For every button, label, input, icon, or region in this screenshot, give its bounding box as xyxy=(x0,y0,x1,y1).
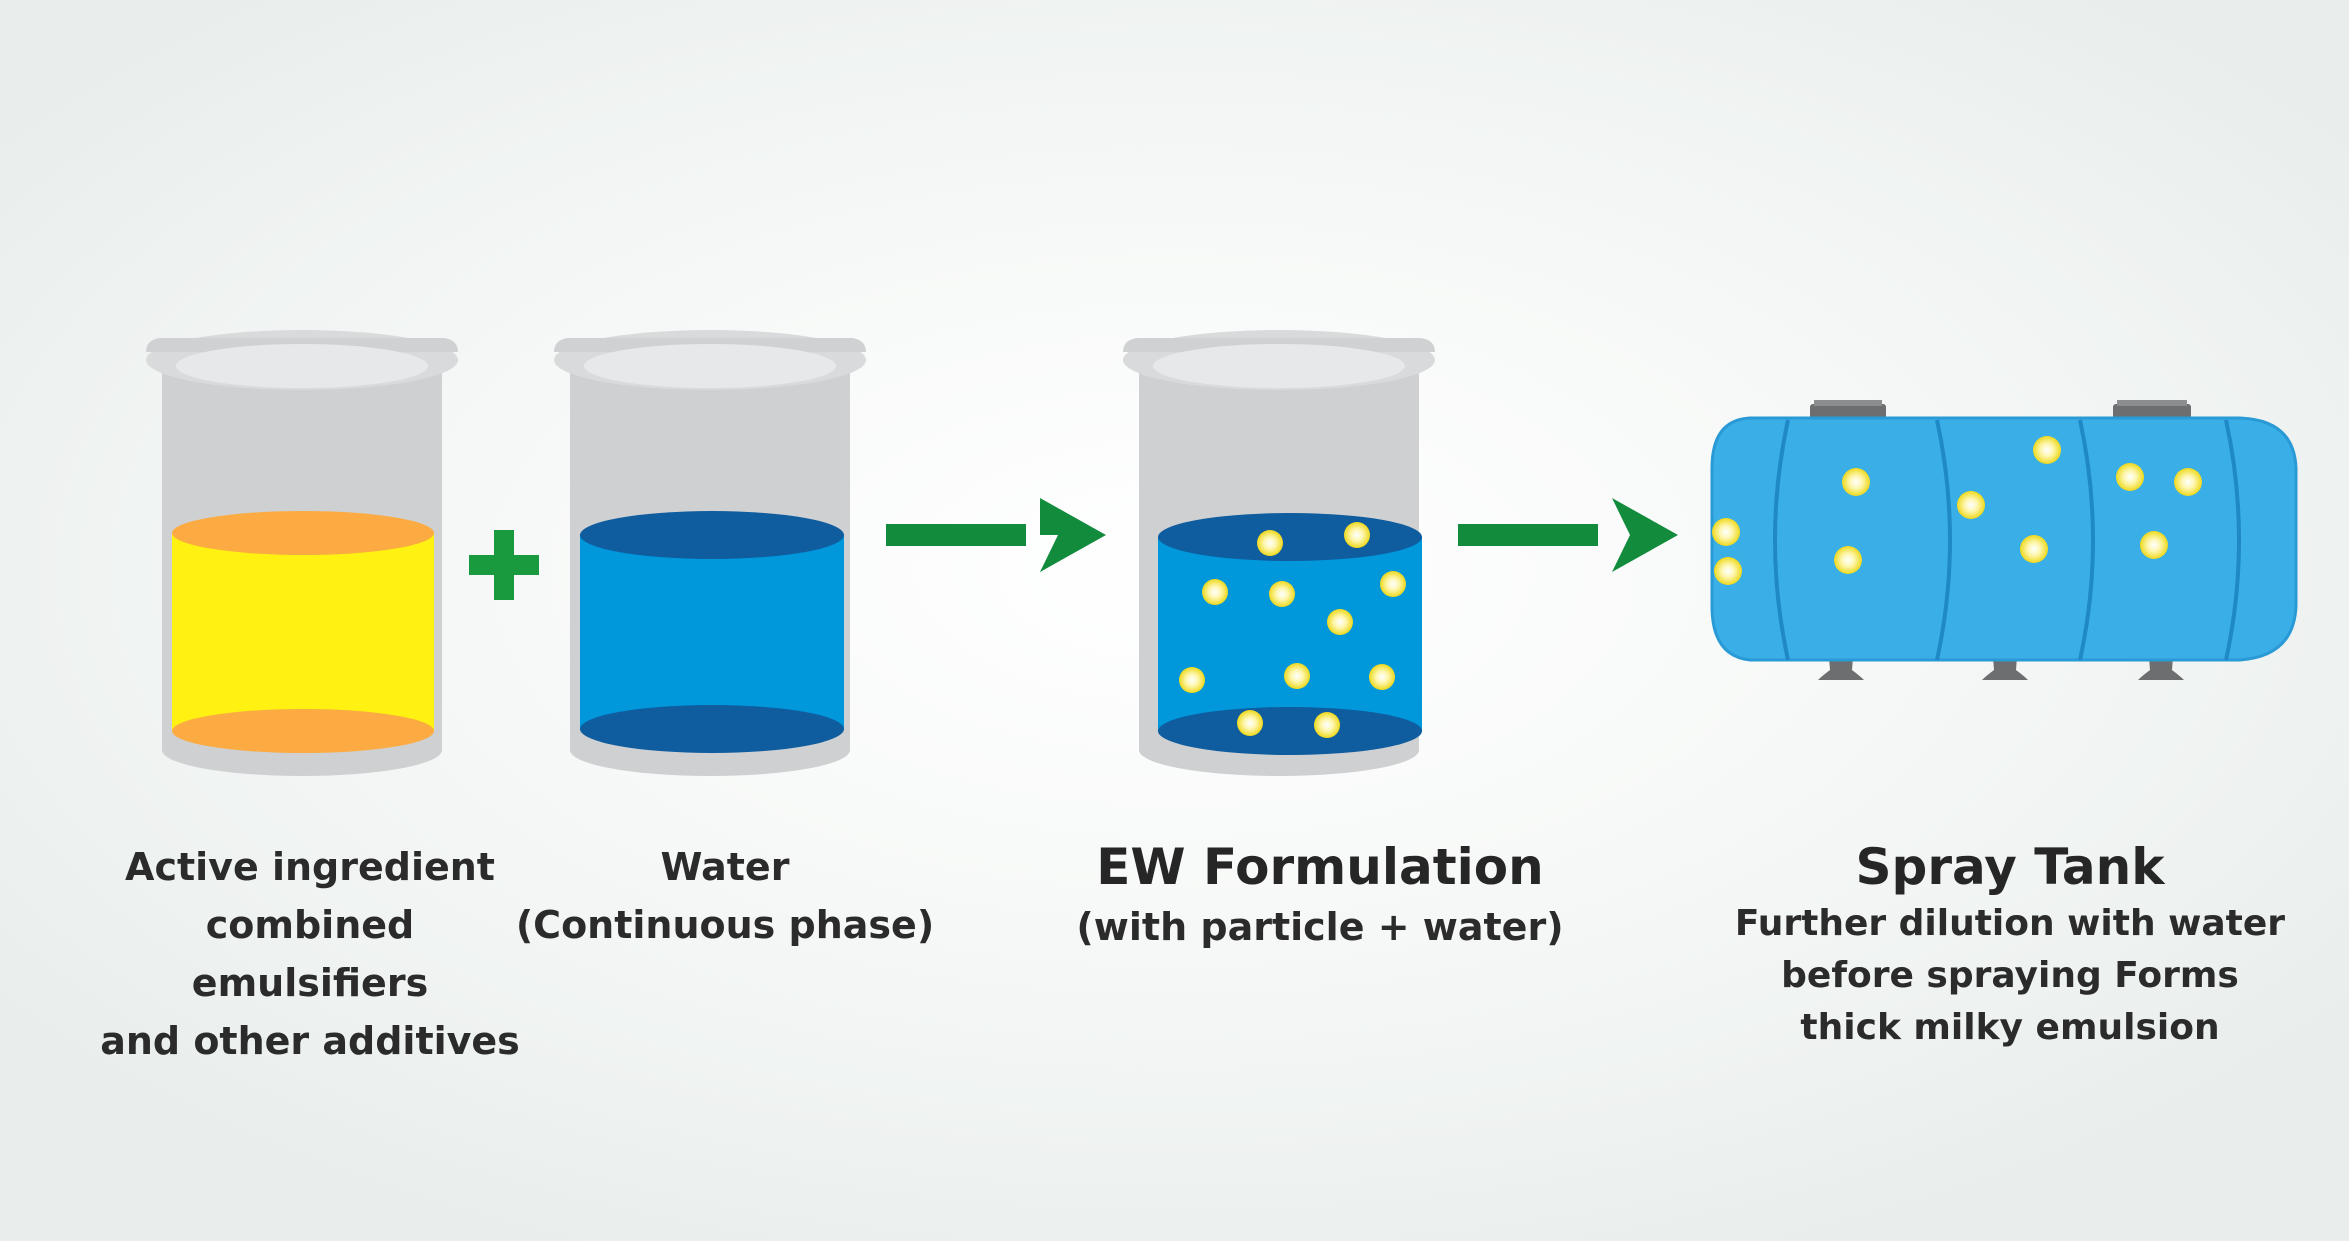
beaker-with-water-icon xyxy=(554,330,866,776)
water-liquid xyxy=(580,511,844,753)
caption-line: emulsifiers xyxy=(191,961,429,1005)
emulsion-liquid xyxy=(1158,513,1422,755)
tank-particles xyxy=(1712,436,2202,585)
caption-line: Active ingredient xyxy=(125,845,495,889)
right-arrow-icon xyxy=(886,498,1106,572)
caption-spray-tank: Spray Tank Further dilution with water b… xyxy=(1700,836,2320,1054)
emulsion-particles xyxy=(1179,522,1406,738)
caption-title: EW Formulation xyxy=(1096,838,1544,896)
caption-title: Spray Tank xyxy=(1855,838,2165,896)
caption-water: Water (Continuous phase) xyxy=(510,838,940,954)
oil-liquid xyxy=(172,511,434,753)
right-arrow-icon xyxy=(1458,498,1678,572)
caption-line: (Continuous phase) xyxy=(515,903,935,947)
caption-line: combined xyxy=(205,903,415,947)
caption-ew-formulation: EW Formulation (with particle + water) xyxy=(1050,836,1590,956)
caption-line: (with particle + water) xyxy=(1076,905,1564,949)
beaker-with-emulsion-icon xyxy=(1123,330,1435,776)
plus-icon xyxy=(469,530,539,600)
beaker-with-oil-icon xyxy=(146,330,458,776)
caption-line: and other additives xyxy=(100,1019,520,1063)
caption-line: thick milky emulsion xyxy=(1800,1007,2220,1048)
spray-tank-icon xyxy=(1710,400,2298,680)
caption-active-ingredient: Active ingredient combined emulsifiers a… xyxy=(80,838,540,1070)
caption-line: Further dilution with water xyxy=(1734,903,2286,944)
caption-line: before spraying Forms xyxy=(1781,955,2239,996)
caption-line: Water xyxy=(660,845,790,889)
